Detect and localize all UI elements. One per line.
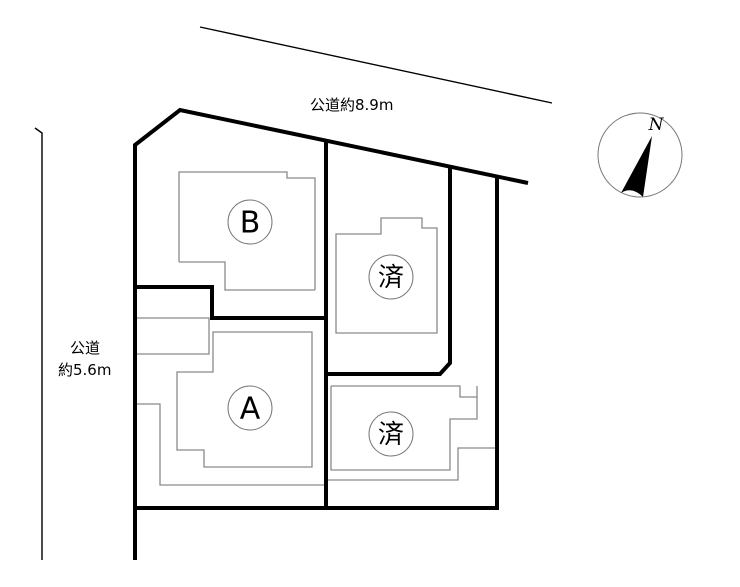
building-b-outline-lower <box>179 261 315 291</box>
lot-a-label: A <box>240 392 261 427</box>
top-road-label: 公道約8.9m <box>310 96 394 114</box>
building-b-outline <box>178 171 316 290</box>
building-sold-lower-top <box>331 385 478 398</box>
north-arrow-icon <box>621 136 652 197</box>
lot-sold-lower-marker[interactable]: 済 <box>368 411 414 457</box>
compass-north-label: N <box>648 115 665 135</box>
lot-a-inner-line <box>135 403 326 486</box>
left-road-label-line2: 約5.6m <box>58 361 112 379</box>
left-road-label-line1: 公道 <box>70 339 101 357</box>
lot-divider-sold <box>326 168 452 376</box>
lot-sold-upper-label: 済 <box>378 263 404 293</box>
building-sold-lower-outline <box>330 386 478 471</box>
left-road-line <box>34 127 43 560</box>
parking-outline <box>135 317 210 355</box>
north-compass: N <box>597 112 683 198</box>
building-a-outline <box>176 331 313 468</box>
site-boundary <box>133 107 529 560</box>
building-sold-upper-outline <box>335 217 438 334</box>
lot-b-label: B <box>240 206 261 241</box>
lot-sold-lower-label: 済 <box>378 420 404 450</box>
lot-sold-upper-marker[interactable]: 済 <box>368 254 414 300</box>
lot-a-marker[interactable]: A <box>227 385 273 431</box>
top-road-line <box>199 26 553 104</box>
lot-divider-ab <box>135 285 326 320</box>
lot-b-marker[interactable]: B <box>227 199 273 245</box>
lot-lower-inner-line <box>326 447 497 481</box>
